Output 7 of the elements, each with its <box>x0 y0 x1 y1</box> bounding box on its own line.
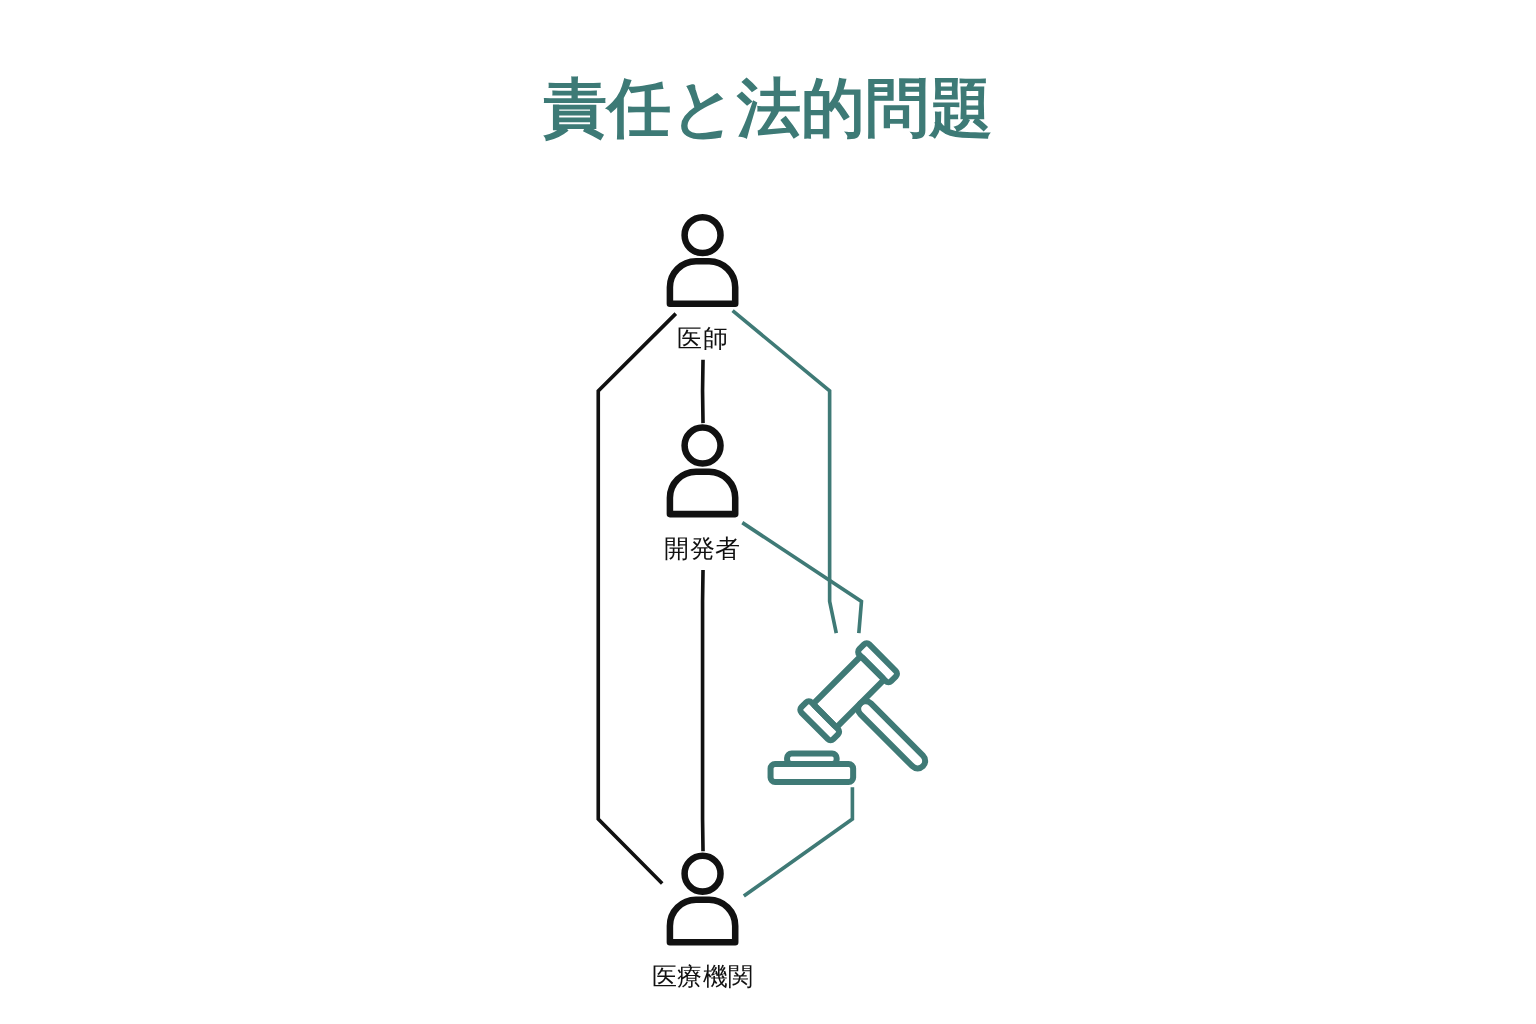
connector <box>595 312 677 885</box>
title: 責任と法的問題 <box>542 70 994 147</box>
connector <box>730 309 838 634</box>
connector <box>740 521 863 634</box>
connector <box>700 359 705 424</box>
connector <box>742 787 854 898</box>
connector <box>700 570 705 852</box>
